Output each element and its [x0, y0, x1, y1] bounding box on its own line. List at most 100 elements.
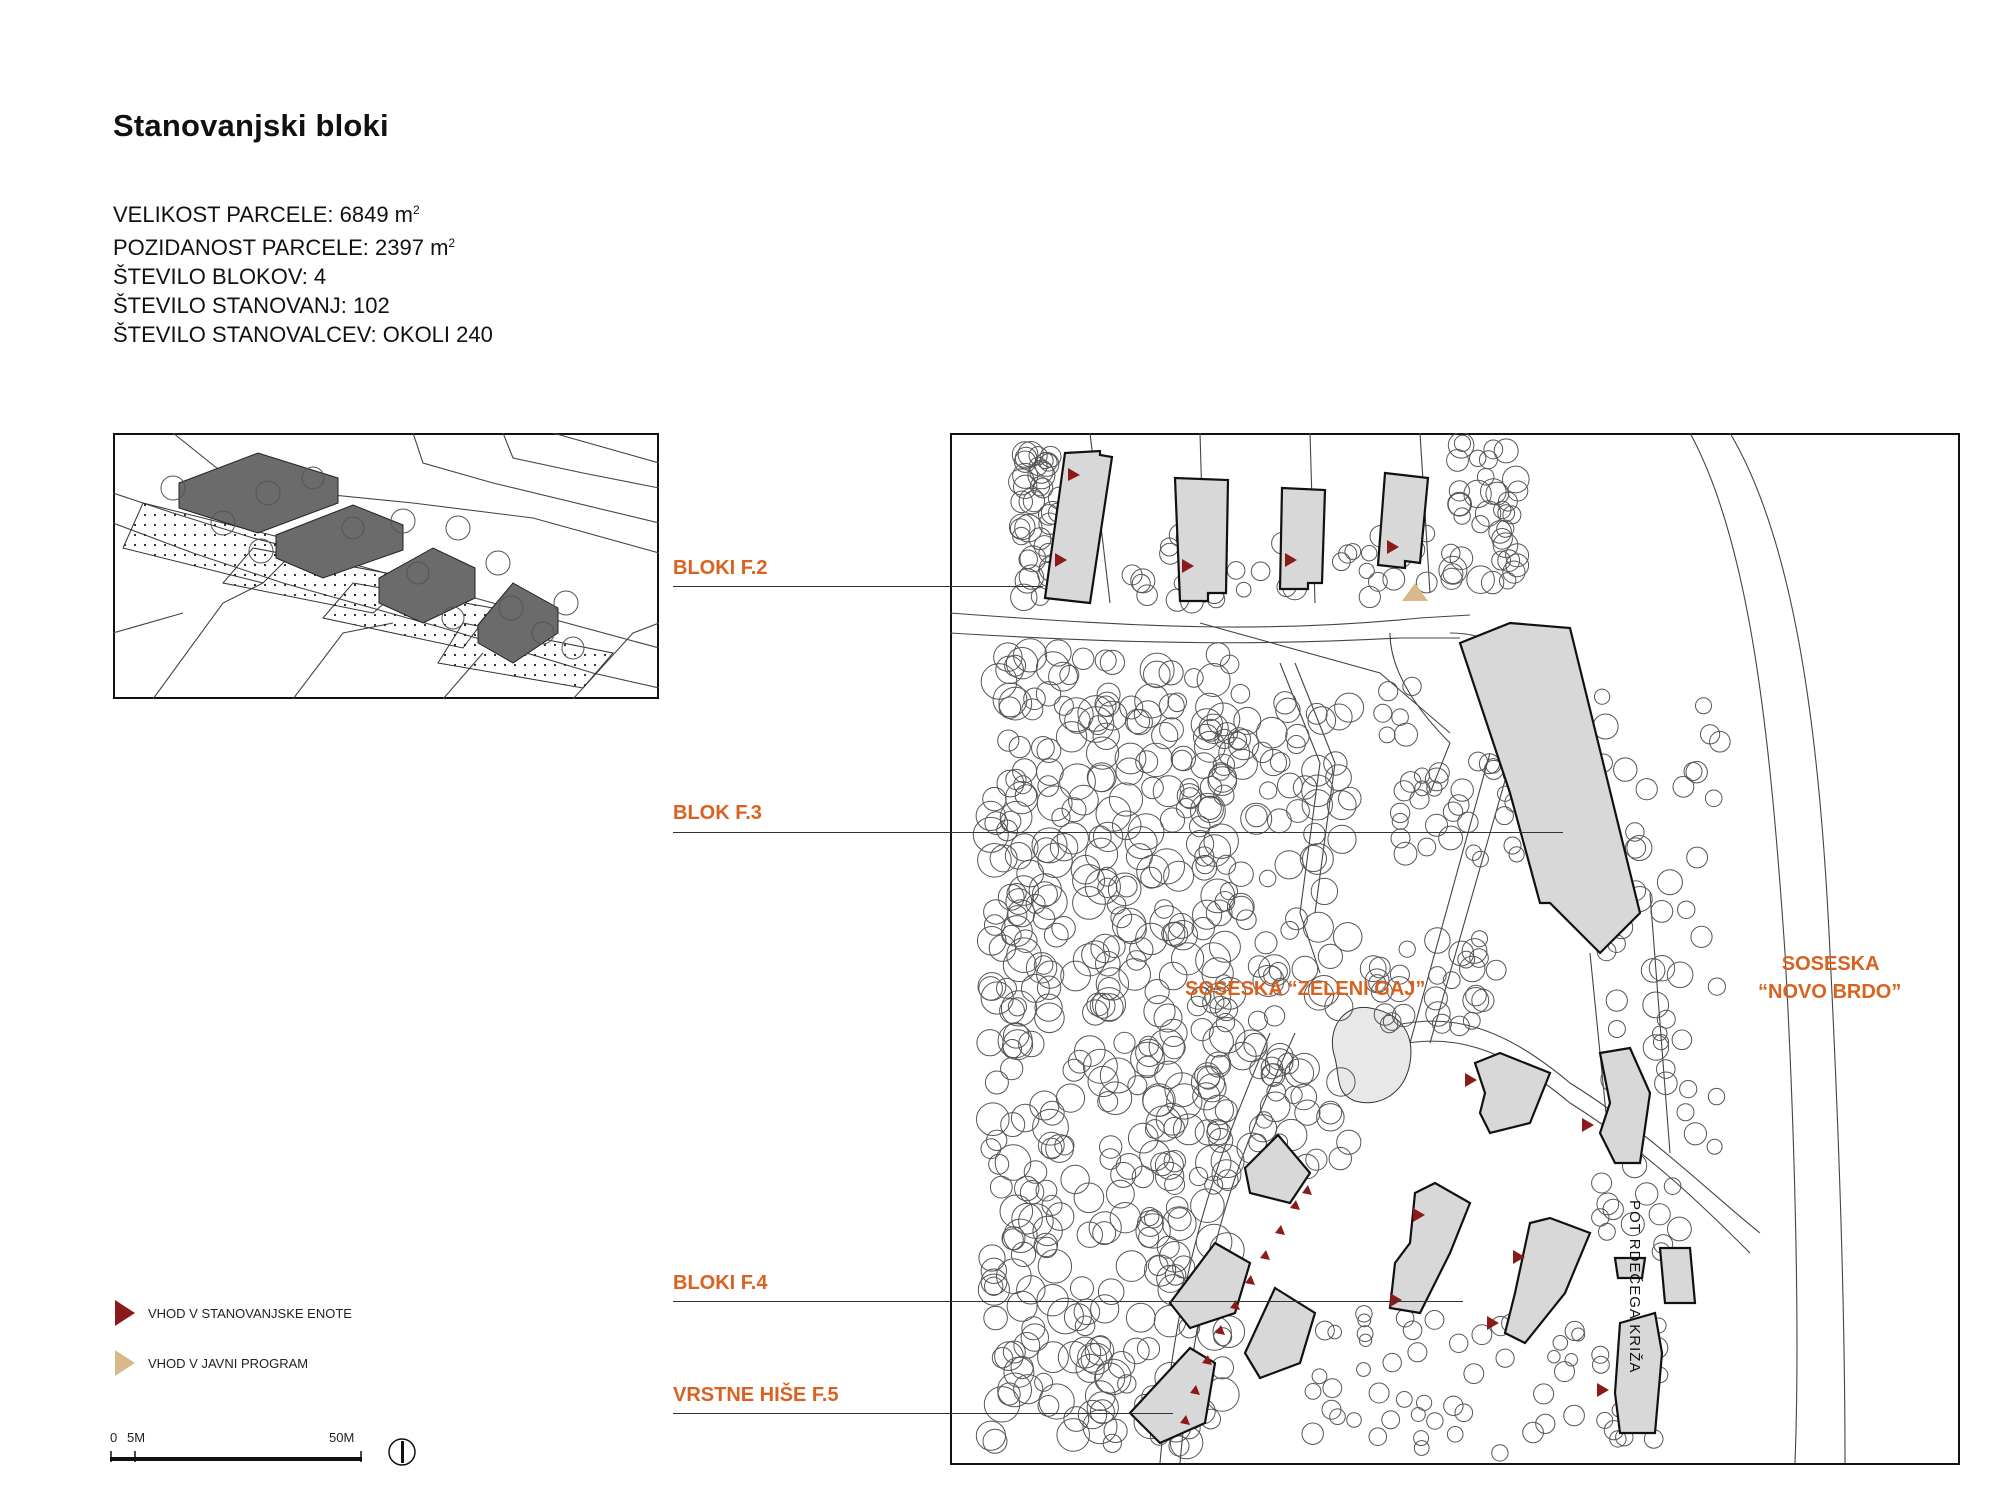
tree — [1008, 513, 1036, 541]
tree — [1198, 834, 1232, 867]
tree — [1018, 1030, 1045, 1058]
scale-label-zero: 0 — [110, 1430, 118, 1445]
tree — [1138, 742, 1174, 778]
tree — [1243, 1032, 1268, 1057]
tree — [1077, 1399, 1108, 1430]
tree — [976, 1102, 1010, 1137]
tree — [1491, 528, 1513, 550]
tree — [1442, 801, 1464, 822]
tree — [1194, 1062, 1221, 1089]
tree — [1424, 767, 1449, 792]
tree — [1089, 992, 1116, 1019]
tree — [1131, 1165, 1155, 1189]
label-vrstne-hise-f5: VRSTNE HIŠE F.5 — [673, 1384, 839, 1406]
tree — [1190, 1188, 1225, 1224]
tree — [1410, 1407, 1426, 1422]
tree — [1141, 776, 1164, 800]
tree — [1031, 736, 1055, 760]
tree — [1020, 1323, 1050, 1352]
tree — [1095, 695, 1117, 717]
tree — [1594, 688, 1611, 705]
tree — [1018, 1203, 1054, 1239]
tree — [1006, 883, 1027, 904]
tree — [1677, 900, 1696, 919]
tree — [1211, 1159, 1242, 1190]
public-entrance-marker — [1402, 583, 1428, 601]
tree — [1036, 452, 1054, 470]
tree — [1195, 692, 1224, 722]
axonometric-view — [113, 433, 659, 699]
tree — [1138, 1226, 1160, 1248]
tree — [1184, 668, 1204, 688]
tree — [1448, 480, 1470, 502]
tree — [1013, 1374, 1044, 1405]
page-title: Stanovanjski bloki — [113, 108, 389, 143]
tree — [1449, 1333, 1469, 1353]
tree — [1158, 961, 1188, 991]
tree — [1311, 1368, 1328, 1385]
tree — [1268, 962, 1288, 981]
tree — [1037, 842, 1073, 878]
tree — [1204, 1175, 1224, 1195]
leader-bloki-f2 — [673, 586, 1043, 587]
tree — [1469, 948, 1489, 968]
tree — [1635, 778, 1658, 801]
entrance-housing-icon — [115, 1300, 135, 1326]
tree — [1307, 706, 1337, 735]
tree — [1493, 500, 1512, 520]
tree — [1491, 550, 1511, 571]
tree — [1317, 943, 1343, 970]
tree — [1407, 1342, 1428, 1363]
tree — [1148, 848, 1185, 885]
tree — [1424, 927, 1451, 954]
tree — [1325, 703, 1353, 731]
tree — [1426, 1412, 1444, 1430]
tree — [1438, 825, 1464, 851]
tree — [1650, 900, 1674, 923]
tree — [997, 1372, 1032, 1408]
tree — [1270, 752, 1291, 773]
tree — [1642, 1034, 1670, 1061]
tree — [1259, 781, 1278, 800]
tree — [1095, 950, 1121, 977]
tree — [1492, 532, 1519, 558]
rowhouses-f5 — [1128, 1133, 1697, 1445]
tree — [1049, 833, 1079, 862]
tree — [1095, 796, 1132, 832]
tree — [1127, 1122, 1159, 1154]
tree — [1301, 774, 1334, 808]
tree — [1165, 1196, 1189, 1219]
tree — [1007, 997, 1028, 1017]
tree — [1449, 546, 1474, 570]
tree — [1624, 837, 1647, 859]
tree — [1095, 1358, 1132, 1396]
tree — [1656, 1059, 1676, 1079]
tree — [1018, 564, 1045, 590]
tree — [1033, 955, 1054, 975]
tree — [1294, 1099, 1321, 1126]
tree — [1125, 1302, 1156, 1333]
tree — [1198, 713, 1229, 744]
tree — [978, 976, 1003, 1001]
tree — [1398, 940, 1416, 958]
tree — [1085, 837, 1119, 871]
tree — [1131, 573, 1151, 593]
tree — [1151, 722, 1179, 750]
tree — [1338, 544, 1358, 564]
tree — [1602, 1198, 1624, 1221]
tree — [1061, 797, 1087, 823]
tree — [1285, 723, 1310, 749]
tree — [1167, 1207, 1192, 1232]
tree — [1332, 922, 1363, 952]
tree — [1393, 780, 1415, 802]
tree — [1107, 1351, 1136, 1379]
tree — [1259, 748, 1287, 777]
label-bloki-f4: BLOKI F.4 — [673, 1272, 768, 1294]
tree — [1086, 762, 1117, 793]
tree — [997, 883, 1025, 911]
tree — [1318, 1100, 1343, 1125]
tree — [1084, 868, 1121, 905]
tree — [989, 1175, 1013, 1199]
tree — [1284, 1058, 1315, 1088]
tree — [1478, 450, 1498, 470]
